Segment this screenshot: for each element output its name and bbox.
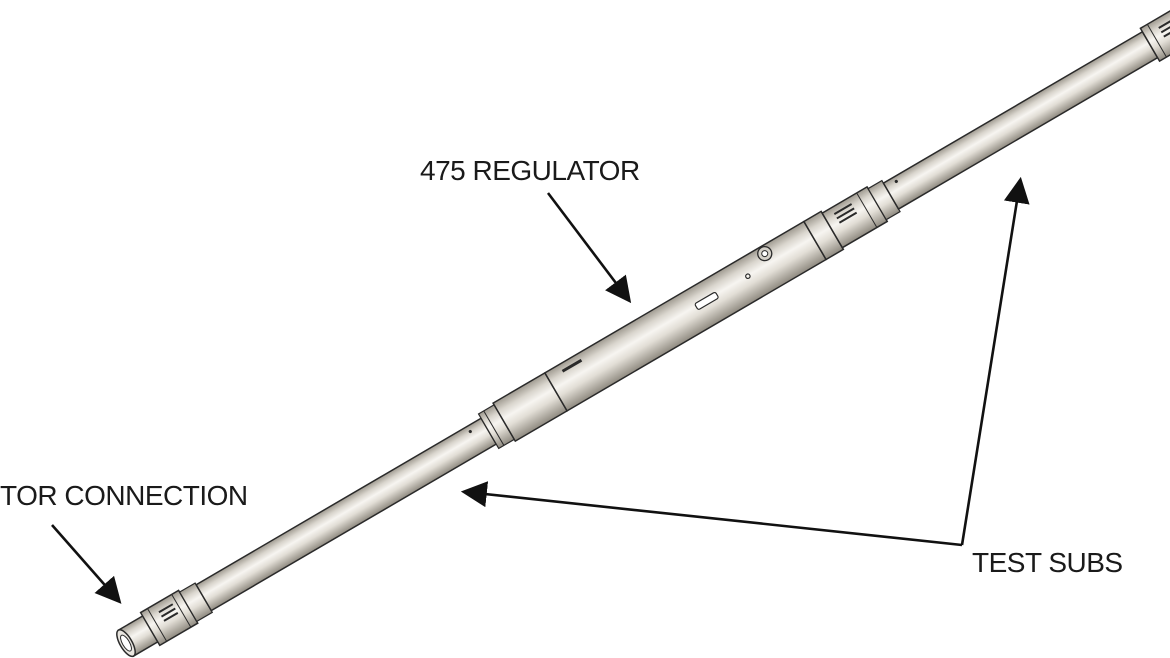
regulator-body [477,179,901,450]
connection-label: TOR CONNECTION [0,480,248,511]
end-connection [116,582,214,658]
test-subs-arrow-upper [960,176,1030,546]
top-connection [1139,7,1170,63]
regulator-label: 475 REGULATOR [420,155,640,186]
test-subs-label: TEST SUBS [972,547,1123,578]
tool-string [116,7,1170,658]
regulator-arrow [546,192,632,304]
test-subs-arrow-lower [460,481,963,547]
connection-arrow [51,524,122,604]
lower-test-sub [195,417,498,612]
